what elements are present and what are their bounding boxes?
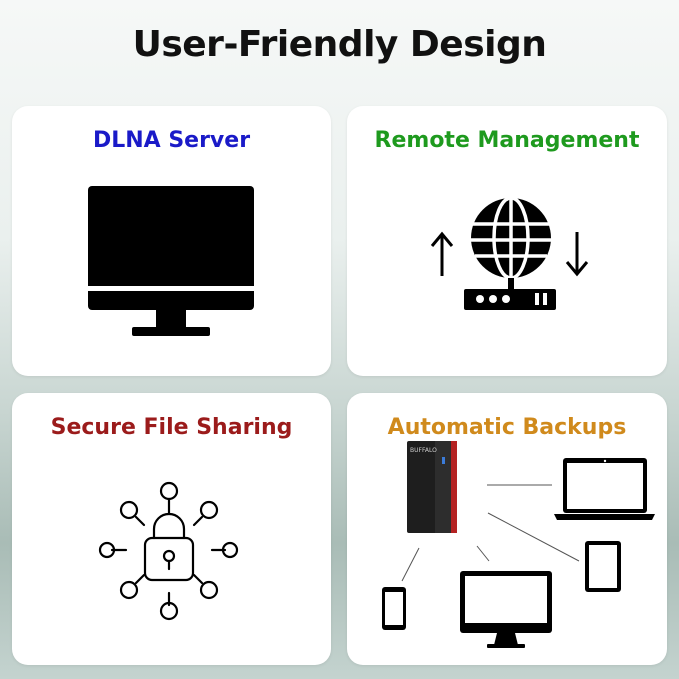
nas-device-icon: BUFFALO: [407, 441, 457, 533]
card-remote-management: Remote Management: [347, 106, 667, 376]
nas-brand-label: BUFFALO: [410, 447, 437, 454]
card-dlna-server: DLNA Server: [12, 106, 331, 376]
card-title-backup: Automatic Backups: [387, 415, 627, 440]
card-title-dlna: DLNA Server: [92, 128, 251, 153]
arrow-down-icon: [565, 232, 589, 277]
monitor-icon: [88, 186, 254, 336]
card-secure-file-sharing: Secure File Sharing: [12, 393, 331, 665]
page-title: User-Friendly Design: [132, 24, 547, 65]
laptop-icon: [554, 458, 655, 520]
server-icon: [464, 289, 556, 310]
globe-icon: [471, 196, 551, 280]
smartphone-icon: [382, 587, 406, 630]
lock-network-icon: [98, 481, 239, 621]
backup-devices-icon: BUFFALO: [382, 441, 655, 648]
tablet-icon: [585, 541, 621, 592]
globe-server-icon: [430, 196, 589, 310]
card-title-remote: Remote Management: [374, 128, 640, 153]
desktop-monitor-icon: [460, 571, 552, 648]
arrow-up-icon: [430, 231, 454, 276]
card-title-secure: Secure File Sharing: [50, 415, 293, 440]
card-automatic-backups: Automatic Backups BUFFALO: [347, 393, 667, 665]
